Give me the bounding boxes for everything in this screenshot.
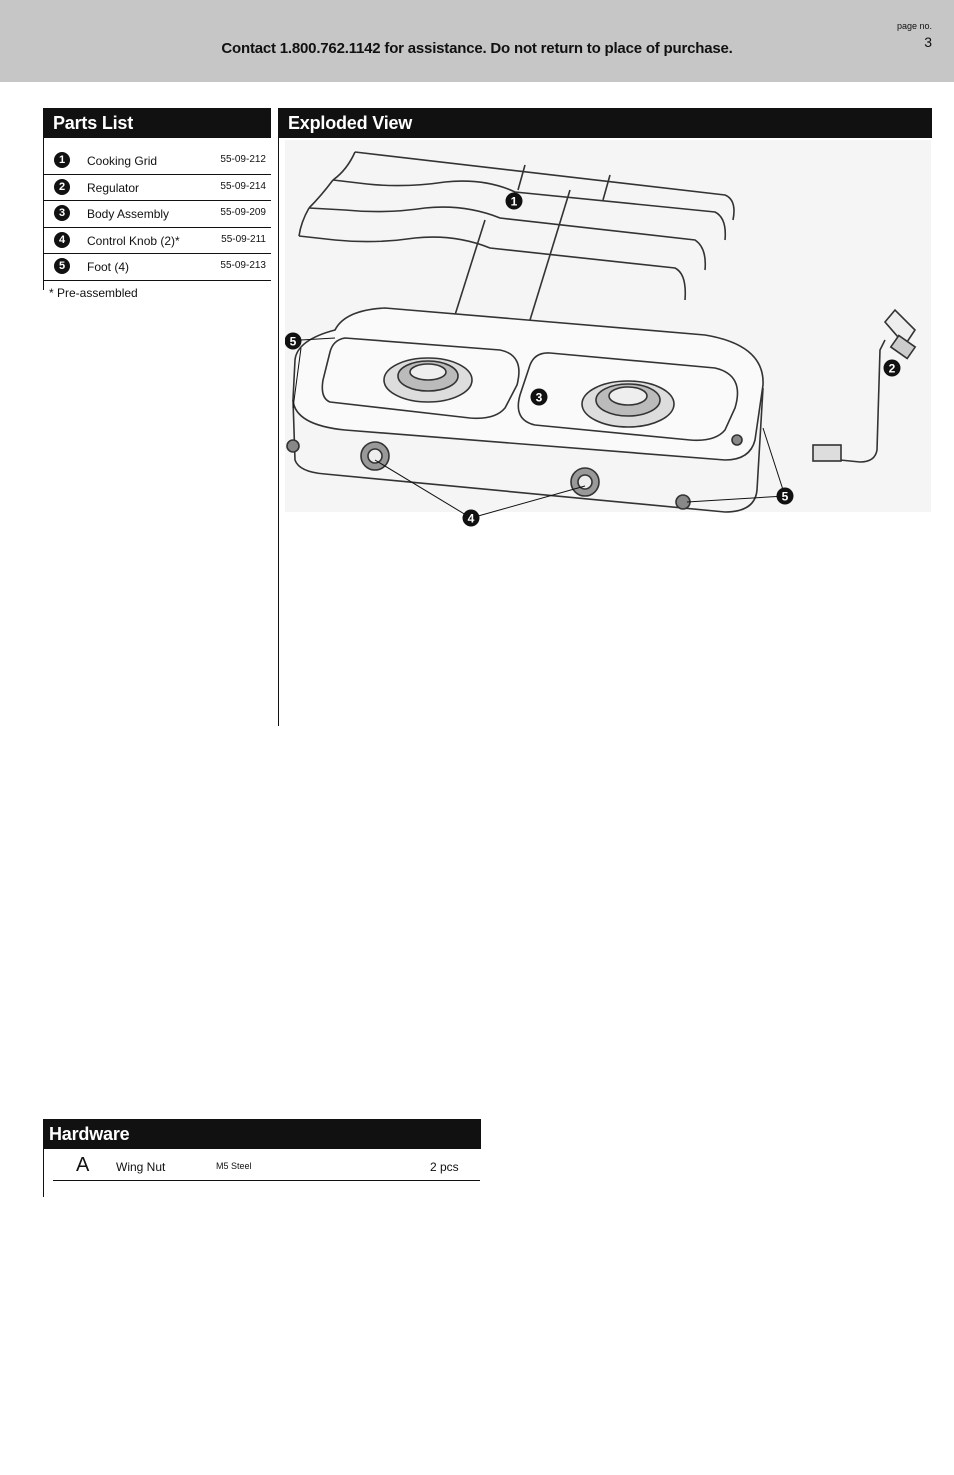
callout-badge: 4 [462, 509, 480, 527]
stove-body-drawing [286, 307, 764, 513]
part-code: 55-09-209 [220, 207, 266, 219]
callout-badge: 1 [505, 192, 523, 210]
cooking-grid-drawing [298, 151, 735, 321]
part-number-badge: 3 [54, 205, 70, 222]
page-number-label: page no. [896, 21, 932, 31]
part-row: 5 Foot (4) 55-09-213 [43, 254, 271, 281]
regulator-drawing [812, 308, 917, 463]
hardware-row: A Wing Nut M5 Steel 2 pcs [53, 1152, 480, 1181]
part-row: 3 Body Assembly 55-09-209 [43, 201, 271, 228]
hardware-letter: A [76, 1154, 90, 1176]
part-name: Control Knob (2)* [87, 233, 180, 248]
part-number-badge: 4 [54, 231, 70, 248]
part-row: 4 Control Knob (2)* 55-09-211 [43, 228, 271, 255]
callout-badge: 3 [530, 388, 548, 406]
part-name: Body Assembly [87, 207, 170, 222]
svg-text:5: 5 [290, 335, 297, 349]
svg-text:3: 3 [536, 391, 543, 405]
parts-list-header: Parts List [43, 108, 271, 138]
svg-text:2: 2 [889, 362, 896, 376]
callout-badge: 5 [776, 487, 794, 505]
exploded-view-left-rule [278, 138, 279, 726]
top-banner: Contact 1.800.762.1142 for assistance. D… [0, 0, 954, 82]
part-code: 55-09-211 [221, 233, 266, 245]
hardware-left-rule [43, 1149, 44, 1197]
part-code: 55-09-214 [220, 180, 266, 192]
part-name: Regulator [87, 180, 140, 195]
page-number: 3 [924, 34, 932, 50]
hardware-title: Hardware [49, 1124, 130, 1144]
part-code: 55-09-212 [220, 154, 266, 165]
svg-text:4: 4 [468, 512, 475, 526]
hardware-quantity: 2 pcs [430, 1160, 459, 1174]
parts-list-left-rule [43, 138, 44, 290]
callout-leader-lines [292, 337, 786, 519]
callout-badge: 5 [285, 332, 302, 350]
exploded-view-title: Exploded View [288, 113, 413, 133]
hardware-spec: M5 Steel [216, 1161, 252, 1171]
exploded-view-header: Exploded View [278, 108, 932, 138]
hardware-name: Wing Nut [116, 1160, 166, 1174]
pre-assembled-note: * Pre-assembled [49, 286, 138, 300]
part-code: 55-09-213 [220, 260, 266, 272]
part-number-badge: 5 [54, 258, 70, 275]
part-number-badge: 1 [54, 152, 70, 168]
part-row: 1 Cooking Grid 55-09-212 [43, 148, 271, 175]
hardware-header: Hardware [43, 1119, 481, 1149]
contact-notice: Contact 1.800.762.1142 for assistance. D… [221, 40, 733, 57]
parts-list-title: Parts List [53, 113, 134, 133]
callout-badge: 2 [883, 359, 901, 377]
part-name: Cooking Grid [87, 154, 158, 168]
part-row: 2 Regulator 55-09-214 [43, 175, 271, 202]
part-number-badge: 2 [54, 178, 70, 195]
exploded-view-diagram: 1 2 3 4 5 5 [285, 140, 931, 527]
svg-text:1: 1 [511, 195, 518, 209]
parts-list-table: 1 Cooking Grid 55-09-212 2 Regulator 55-… [43, 148, 271, 281]
svg-text:5: 5 [782, 490, 789, 504]
part-name: Foot (4) [87, 260, 130, 275]
